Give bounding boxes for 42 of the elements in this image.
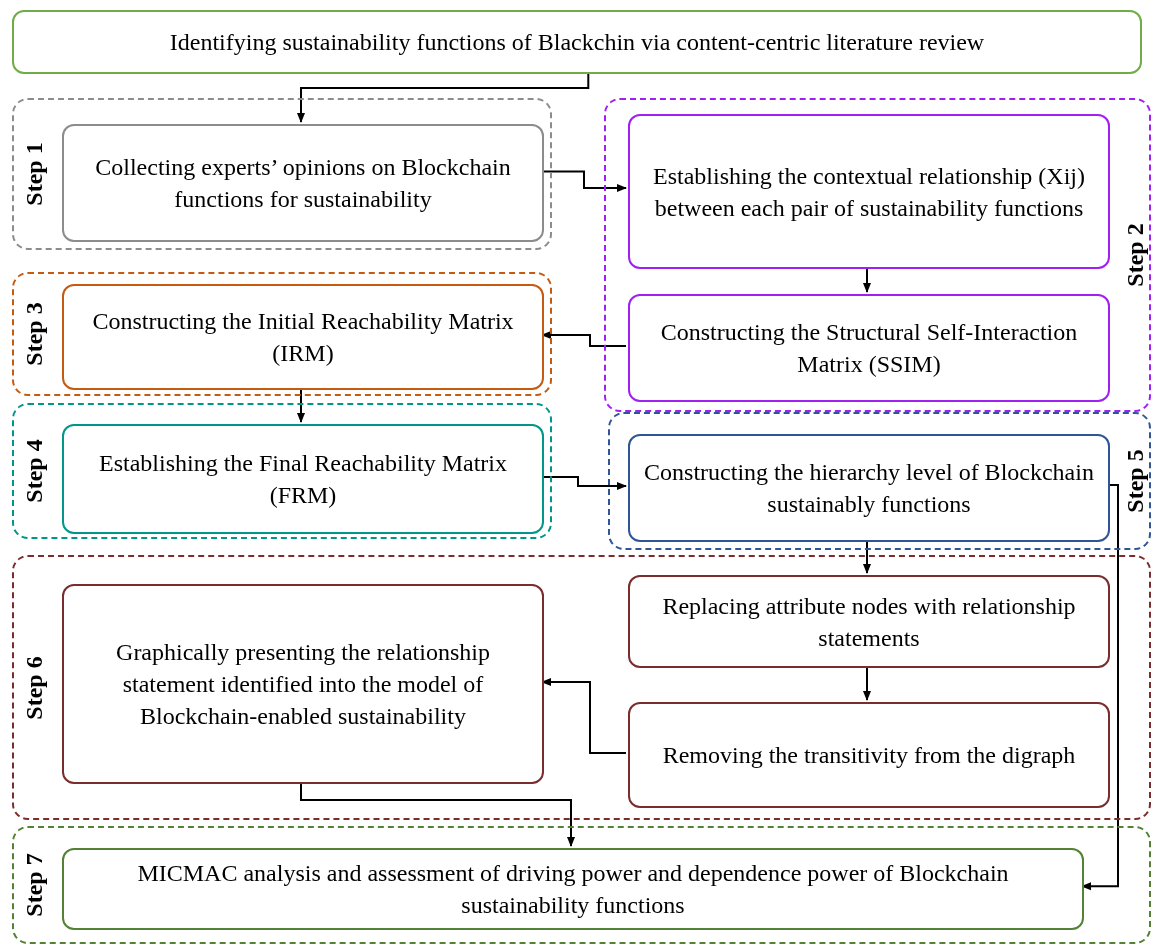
arrow [297, 73, 590, 123]
box-text: Removing the transitivity from the digraph [662, 741, 1076, 770]
arrow [863, 665, 871, 701]
process-box [62, 848, 1084, 930]
process-box [628, 114, 1110, 269]
box-text: Establishing the Final Reachability Matrix (FRM) [98, 449, 508, 510]
process-box [628, 434, 1110, 542]
arrow [297, 387, 305, 423]
box-text: Identifying sustainability functions of Blackchin via content-centric literature review [169, 28, 985, 57]
box-text: Constructing the Initial Reachability Matrix (IRM) [91, 307, 515, 368]
process-box [62, 424, 544, 534]
arrow [863, 266, 871, 293]
step-label: Step 1 [22, 142, 46, 206]
box-text: Establishing the contextual relationship (Xij) between each pair of sustainability functions [652, 161, 1086, 223]
box-text: Collecting experts’ opinions on Blockchain functions for sustainability [94, 153, 512, 214]
box-text: Replacing attribute nodes with relationship statements [661, 591, 1077, 653]
step-panel [12, 403, 552, 539]
step-label: Step 5 [1123, 449, 1147, 513]
box-text: Constructing the Structural Self-Interaction Matrix (SSIM) [659, 318, 1079, 379]
process-box [12, 10, 1142, 74]
box-text: Constructing the hierarchy level of Blockchain sustainably functions [643, 458, 1095, 519]
process-box [628, 575, 1110, 668]
step-panel [12, 272, 552, 396]
process-box [62, 584, 544, 784]
process-box [628, 294, 1110, 402]
step-panel [608, 412, 1151, 550]
step-panel [12, 826, 1151, 944]
step-panel [12, 98, 552, 250]
arrow [300, 781, 575, 847]
step-label: Step 2 [1123, 223, 1147, 287]
box-text: Graphically presenting the relationship statement identified into the model of Blockchain-enabled sustainability [115, 638, 491, 731]
step-label: Step 3 [22, 302, 46, 366]
step-panel [604, 98, 1151, 412]
box-text: MICMAC analysis and assessment of driving power and dependence power of Blockchain sustainability functions [136, 859, 1010, 920]
process-box [62, 284, 544, 390]
arrow [863, 539, 871, 574]
step-panel [12, 555, 1151, 820]
process-box [62, 124, 544, 242]
process-box [628, 702, 1110, 808]
step-label: Step 4 [22, 439, 46, 503]
step-label: Step 6 [22, 655, 46, 720]
step-label: Step 7 [22, 853, 46, 917]
